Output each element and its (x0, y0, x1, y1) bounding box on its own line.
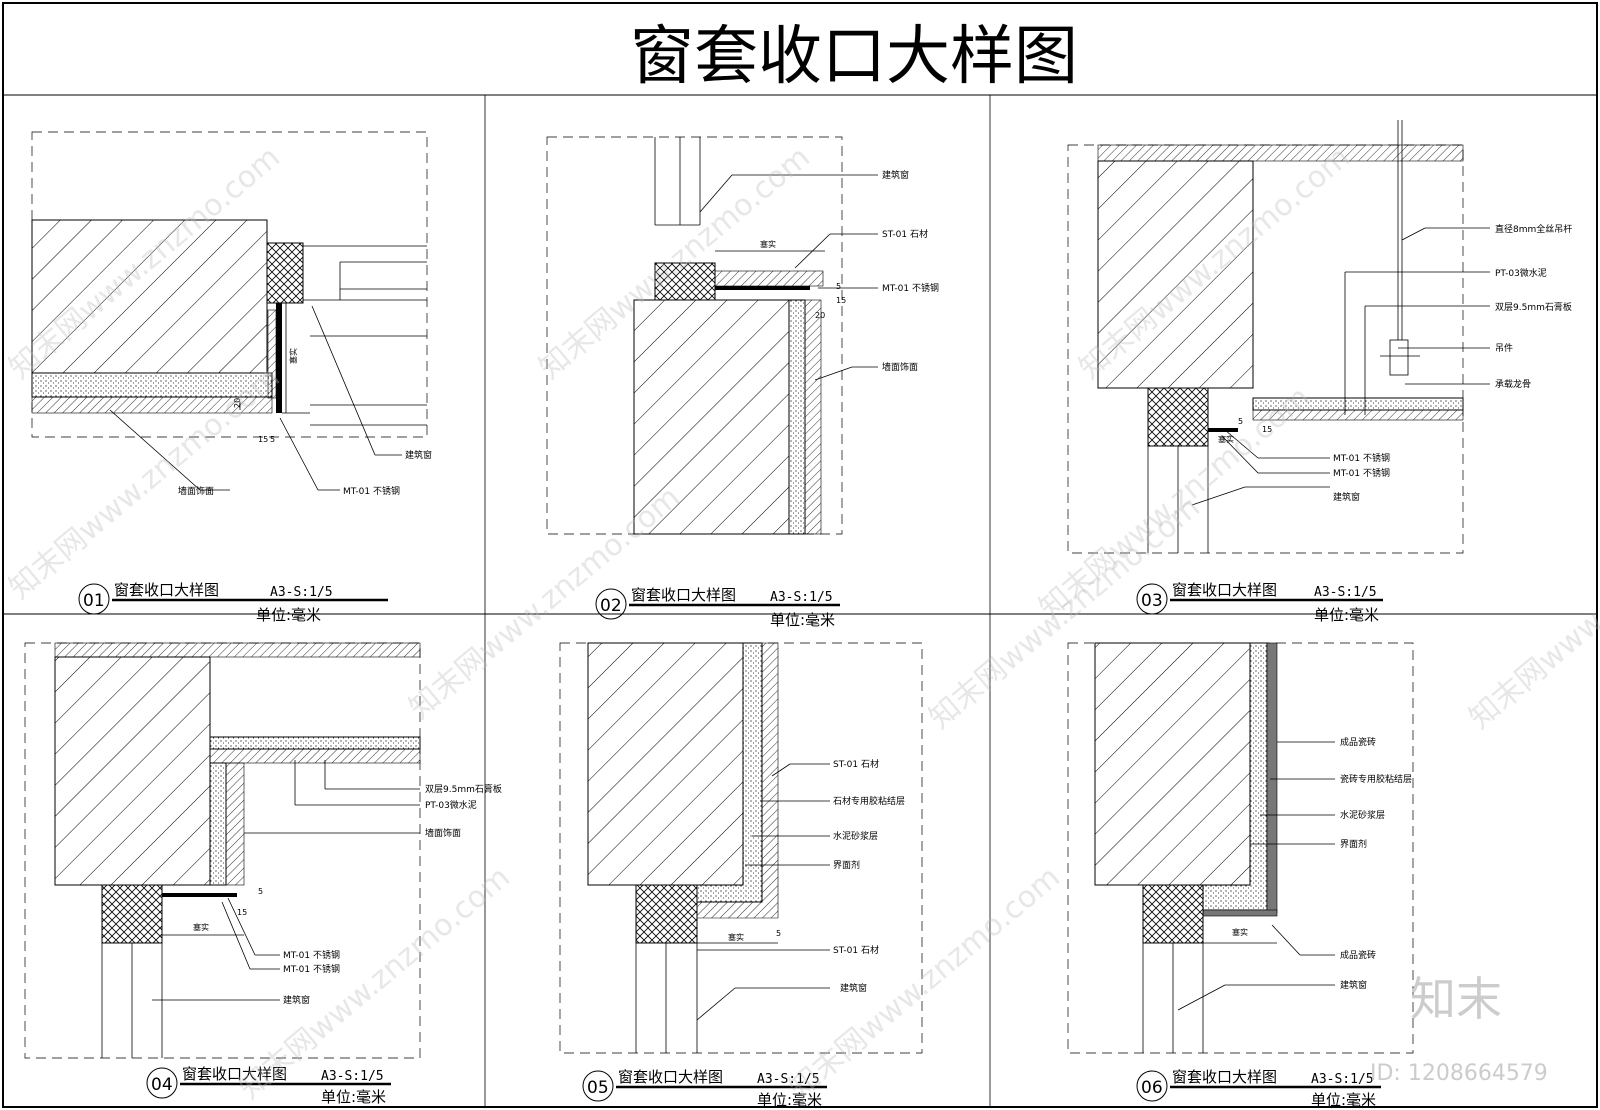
svg-text:窗套收口大样图: 窗套收口大样图 (1172, 1068, 1277, 1086)
svg-text:03: 03 (1141, 591, 1163, 611)
svg-text:单位:毫米: 单位:毫米 (770, 611, 835, 629)
svg-text:PT-03微水泥: PT-03微水泥 (1495, 267, 1547, 279)
svg-text:水泥砂浆层: 水泥砂浆层 (833, 830, 878, 842)
detail-01: 塞实 20 15 5 建筑窗 MT-01 不锈钢 墙面饰面 (31, 131, 432, 497)
svg-text:15: 15 (258, 435, 268, 444)
svg-text:A3-S:1/5: A3-S:1/5 (321, 1069, 384, 1084)
svg-text:MT-01 不锈钢: MT-01 不锈钢 (1333, 452, 1390, 464)
detail-02: 塞实 5 20 15 建筑窗 ST-01 石材 MT-01 不锈钢 墙面饰面 (546, 136, 939, 535)
svg-text:建筑窗: 建筑窗 (405, 449, 432, 461)
svg-text:塞实: 塞实 (1232, 927, 1248, 937)
svg-text:建筑窗: 建筑窗 (882, 169, 909, 181)
svg-text:MT-01 不锈钢: MT-01 不锈钢 (882, 282, 939, 294)
svg-text:知末网www.znzmo.com: 知末网www.znzmo.com (783, 860, 1067, 1106)
svg-text:窗套收口大样图: 窗套收口大样图 (182, 1065, 287, 1083)
svg-text:建筑窗: 建筑窗 (1340, 979, 1367, 991)
svg-text:15: 15 (237, 908, 247, 917)
svg-text:石材专用胶粘结层: 石材专用胶粘结层 (833, 795, 905, 807)
svg-text:06: 06 (1141, 1078, 1163, 1098)
svg-text:MT-01 不锈钢: MT-01 不锈钢 (283, 949, 340, 961)
svg-text:窗套收口大样图: 窗套收口大样图 (114, 581, 219, 599)
svg-text:塞实: 塞实 (728, 932, 744, 942)
svg-text:15: 15 (836, 296, 846, 305)
svg-text:5: 5 (258, 887, 263, 896)
svg-text:塞实: 塞实 (760, 239, 776, 249)
title-block-06: 06 窗套收口大样图 A3-S:1/5 单位:毫米 (1136, 1068, 1381, 1109)
svg-text:塞实: 塞实 (193, 922, 209, 932)
svg-text:15: 15 (1262, 425, 1272, 434)
svg-text:吊件: 吊件 (1495, 342, 1513, 354)
title-block-02: 02 窗套收口大样图 A3-S:1/5 单位:毫米 (595, 586, 840, 629)
svg-text:PT-03微水泥: PT-03微水泥 (425, 799, 477, 811)
svg-text:单位:毫米: 单位:毫米 (321, 1088, 386, 1106)
svg-text:ST-01 石材: ST-01 石材 (833, 758, 879, 770)
svg-text:ST-01 石材: ST-01 石材 (882, 228, 928, 240)
svg-text:窗套收口大样图: 窗套收口大样图 (1172, 581, 1277, 599)
svg-text:5: 5 (836, 282, 841, 291)
svg-text:墙面饰面: 墙面饰面 (178, 485, 214, 497)
svg-text:塞实: 塞实 (1218, 434, 1234, 444)
detail-03: 塞实 5 15 直径8mm全丝吊杆 PT-03微水泥 双层9.5mm石膏板 吊件… (1067, 120, 1572, 554)
svg-text:5: 5 (776, 929, 781, 938)
svg-text:MT-01 不锈钢: MT-01 不锈钢 (343, 485, 400, 497)
svg-text:05: 05 (587, 1078, 609, 1098)
svg-text:04: 04 (151, 1075, 173, 1095)
svg-text:单位:毫米: 单位:毫米 (1314, 606, 1379, 624)
title-block-05: 05 窗套收口大样图 A3-S:1/5 单位:毫米 (582, 1068, 827, 1109)
svg-text:窗套收口大样图: 窗套收口大样图 (618, 1068, 723, 1086)
svg-text:界面剂: 界面剂 (1340, 838, 1367, 850)
svg-text:01: 01 (83, 591, 105, 611)
svg-text:A3-S:1/5: A3-S:1/5 (270, 585, 333, 600)
watermark-id: ID: 1208664579 (1370, 1061, 1548, 1086)
svg-text:02: 02 (600, 596, 622, 616)
svg-text:5: 5 (1238, 417, 1243, 426)
svg-text:A3-S:1/5: A3-S:1/5 (770, 590, 833, 605)
svg-text:墙面饰面: 墙面饰面 (425, 827, 461, 839)
svg-text:墙面饰面: 墙面饰面 (882, 361, 918, 373)
svg-text:建筑窗: 建筑窗 (283, 994, 310, 1006)
svg-text:瓷砖专用胶粘结层: 瓷砖专用胶粘结层 (1340, 773, 1412, 785)
svg-text:ST-01 石材: ST-01 石材 (833, 944, 879, 956)
svg-text:5: 5 (270, 435, 275, 444)
detail-05: 塞实 5 ST-01 石材 石材专用胶粘结层 水泥砂浆层 界面剂 ST-01 石… (559, 642, 923, 1054)
svg-text:塞实: 塞实 (288, 348, 298, 364)
svg-text:A3-S:1/5: A3-S:1/5 (757, 1072, 820, 1087)
svg-text:A3-S:1/5: A3-S:1/5 (1314, 585, 1377, 600)
svg-text:双层9.5mm石膏板: 双层9.5mm石膏板 (1495, 301, 1572, 313)
svg-text:建筑窗: 建筑窗 (1333, 491, 1360, 503)
svg-text:A3-S:1/5: A3-S:1/5 (1311, 1072, 1374, 1087)
svg-text:单位:毫米: 单位:毫米 (1311, 1091, 1376, 1109)
svg-text:建筑窗: 建筑窗 (840, 982, 867, 994)
title-block-01: 01 窗套收口大样图 A3-S:1/5 单位:毫米 (78, 581, 388, 624)
svg-text:界面剂: 界面剂 (833, 859, 860, 871)
svg-text:MT-01 不锈钢: MT-01 不锈钢 (1333, 467, 1390, 479)
svg-text:承载龙骨: 承载龙骨 (1495, 378, 1531, 390)
watermark-brand: 知末 (1410, 972, 1502, 1026)
svg-text:知末网www.znzmo.com: 知末网www.znzmo.com (1463, 490, 1600, 736)
svg-text:单位:毫米: 单位:毫米 (757, 1091, 822, 1109)
sheet-title: 窗套收口大样图 (630, 20, 1078, 94)
detail-06: 塞实 成品瓷砖 瓷砖专用胶粘结层 水泥砂浆层 界面剂 成品瓷砖 建筑窗 (1067, 642, 1414, 1054)
title-block-03: 03 窗套收口大样图 A3-S:1/5 单位:毫米 (1136, 581, 1383, 624)
svg-text:水泥砂浆层: 水泥砂浆层 (1340, 809, 1385, 821)
svg-text:成品瓷砖: 成品瓷砖 (1340, 736, 1376, 748)
detail-04: 塞实 15 5 双层9.5mm石膏板 PT-03微水泥 墙面饰面 MT-01 不… (24, 642, 502, 1059)
svg-text:20: 20 (233, 398, 242, 408)
svg-text:双层9.5mm石膏板: 双层9.5mm石膏板 (425, 783, 502, 795)
svg-text:直径8mm全丝吊杆: 直径8mm全丝吊杆 (1495, 223, 1572, 235)
svg-text:单位:毫米: 单位:毫米 (256, 606, 321, 624)
title-block-04: 04 窗套收口大样图 A3-S:1/5 单位:毫米 (146, 1065, 391, 1106)
svg-text:MT-01 不锈钢: MT-01 不锈钢 (283, 963, 340, 975)
svg-text:成品瓷砖: 成品瓷砖 (1340, 949, 1376, 961)
svg-text:20: 20 (815, 311, 825, 320)
svg-text:窗套收口大样图: 窗套收口大样图 (631, 586, 736, 604)
